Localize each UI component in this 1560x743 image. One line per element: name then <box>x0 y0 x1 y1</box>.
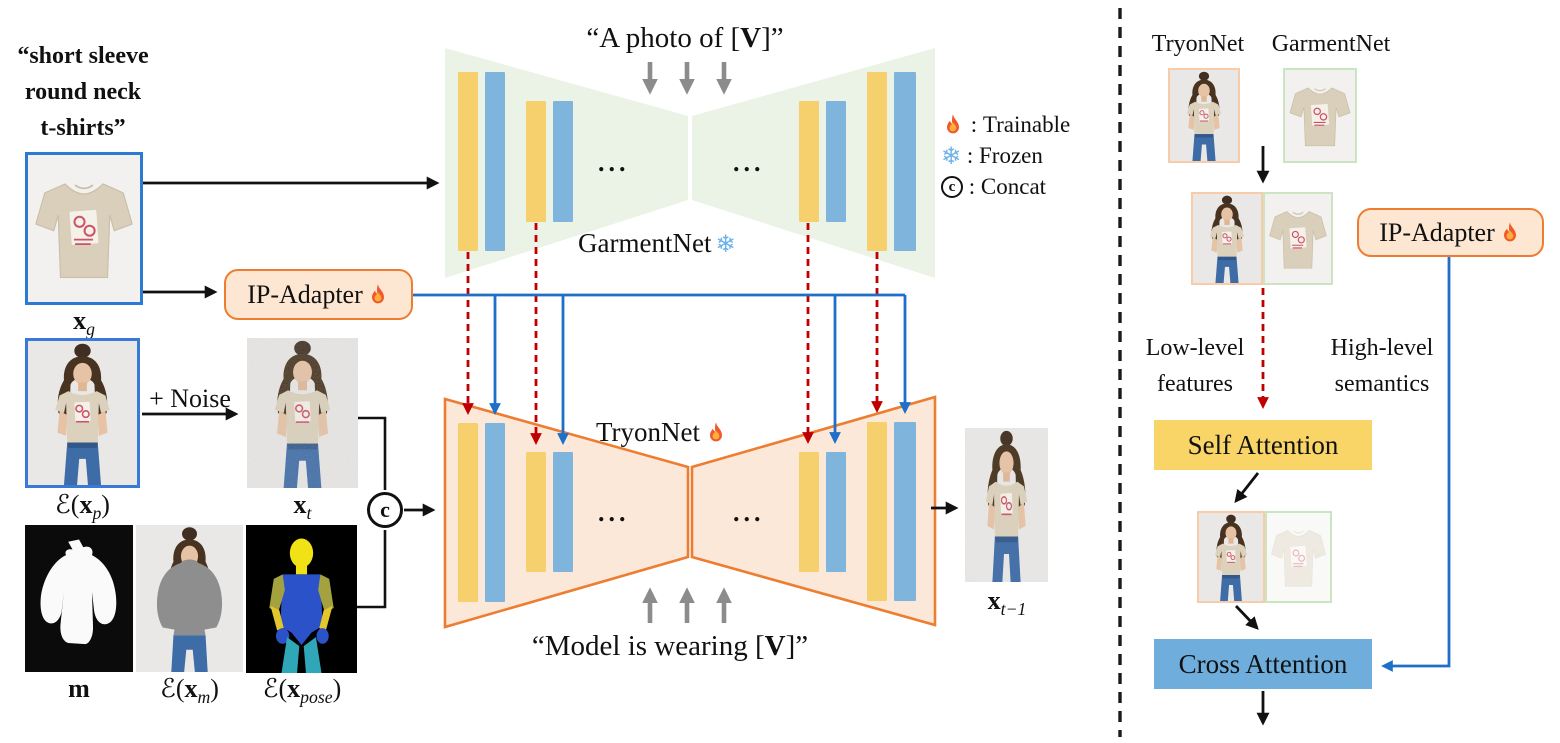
self-attention-box: Self Attention <box>1154 420 1372 470</box>
garmentnet-encoder-block <box>553 101 573 222</box>
garmentnet-decoder-block <box>799 101 819 222</box>
garment-prompt: “A photo of [V]” <box>586 22 784 54</box>
garment-image <box>25 152 143 305</box>
tryonnet-ellipsis: ... <box>598 498 630 527</box>
black-arrows <box>142 146 1270 726</box>
legend-item-concat: c : Concat <box>941 174 1070 200</box>
pose-map <box>246 525 357 673</box>
garmentnet-decoder-block <box>894 72 916 251</box>
rp-tryonnet-column-label: TryonNet <box>1151 31 1245 57</box>
masked-person-image <box>136 525 243 672</box>
masked-latent-label: ℰ(xm) <box>160 674 219 708</box>
garmentnet-encoder-block <box>458 72 478 251</box>
rp-ip-adapter-box: IP-Adapter <box>1357 208 1544 257</box>
rp-garment-feature-image <box>1283 68 1357 163</box>
flame-icon <box>941 113 965 137</box>
tryonnet-encoder-block <box>553 452 573 572</box>
rp-concat-garment-image <box>1263 192 1333 285</box>
pose-image <box>246 525 357 673</box>
mask-photo <box>25 525 133 672</box>
noised-latent-image <box>247 338 358 488</box>
noise-label: + Noise <box>149 384 231 413</box>
garmentnet-label: GarmentNet ❄ <box>578 228 736 258</box>
garmentnet-encoder-block <box>526 101 546 222</box>
flame-icon <box>366 283 390 307</box>
rp-attn-person-image <box>1197 511 1265 603</box>
flame-icon <box>1498 221 1522 245</box>
person-photo <box>1199 513 1263 601</box>
output-image <box>965 428 1048 582</box>
garment-photo <box>1285 70 1355 161</box>
tryonnet-encoder-block <box>485 423 505 602</box>
garmentnet-decoder-block <box>826 101 846 222</box>
tryonnet-decoder-block <box>826 452 846 572</box>
tryonnet-ellipsis: ... <box>733 498 765 527</box>
tryonnet-decoder-block <box>799 452 819 572</box>
ip-adapter-box: IP-Adapter <box>224 269 413 320</box>
garment-caption: “short sleeve round neck t-shirts” <box>17 43 149 141</box>
rp-attn-garment-faded-image <box>1265 511 1332 603</box>
garment-photo-faded <box>1267 513 1330 601</box>
tryonnet-decoder-block <box>894 422 916 601</box>
mask-label: m <box>68 674 90 703</box>
tryon-prompt: “Model is wearing [V]” <box>531 630 809 662</box>
mask-image <box>25 525 133 672</box>
garment-photo <box>28 155 140 302</box>
legend-item-trainable: : Trainable <box>941 112 1070 138</box>
snowflake-icon: ❄ <box>715 229 736 258</box>
garment-feature-skip-arrows <box>462 223 1269 445</box>
high-level-semantics-label: High-level semantics <box>1330 335 1434 397</box>
tryonnet-encoder-block <box>458 423 478 602</box>
person-photo <box>28 341 137 485</box>
flame-icon <box>704 421 728 445</box>
person-photo <box>1193 194 1261 283</box>
output-photo <box>965 428 1048 582</box>
noised-latent-label: xt <box>293 490 312 524</box>
ip-adapter-injection-arrows <box>413 257 1451 672</box>
pose-latent-label: ℰ(xpose) <box>262 674 342 708</box>
tryonnet-decoder-block <box>867 422 887 601</box>
rp-concat-person-image <box>1191 192 1263 285</box>
noised-person-photo <box>247 338 358 488</box>
garmentnet-decoder-block <box>867 72 887 251</box>
snowflake-icon: ❄ <box>941 142 962 170</box>
text-condition-arrows <box>642 62 732 623</box>
garment-photo <box>1265 194 1331 283</box>
output-label: xt−1 <box>987 586 1027 620</box>
rp-garmentnet-column-label: GarmentNet <box>1271 31 1391 57</box>
tryonnet-encoder-block <box>526 452 546 572</box>
low-level-features-label: Low-level features <box>1145 335 1245 397</box>
tryonnet-label: TryonNet <box>596 417 728 448</box>
legend-item-frozen: ❄ : Frozen <box>941 142 1043 170</box>
concat-icon: c <box>941 176 963 198</box>
rp-tryon-feature-image <box>1168 68 1240 163</box>
legend: : Trainable ❄ : Frozen c : Concat <box>941 112 1070 200</box>
garmentnet-encoder-block <box>485 72 505 251</box>
person-latent-label: ℰ(xp) <box>55 490 110 524</box>
garmentnet-ellipsis: ... <box>733 148 765 177</box>
concat-node: c <box>367 492 403 528</box>
garment-label: xg <box>73 306 95 340</box>
garmentnet-ellipsis: ... <box>598 148 630 177</box>
masked-person-photo <box>136 525 243 672</box>
cross-attention-box: Cross Attention <box>1154 639 1372 689</box>
person-latent-image <box>25 338 140 488</box>
person-photo <box>1170 70 1238 161</box>
